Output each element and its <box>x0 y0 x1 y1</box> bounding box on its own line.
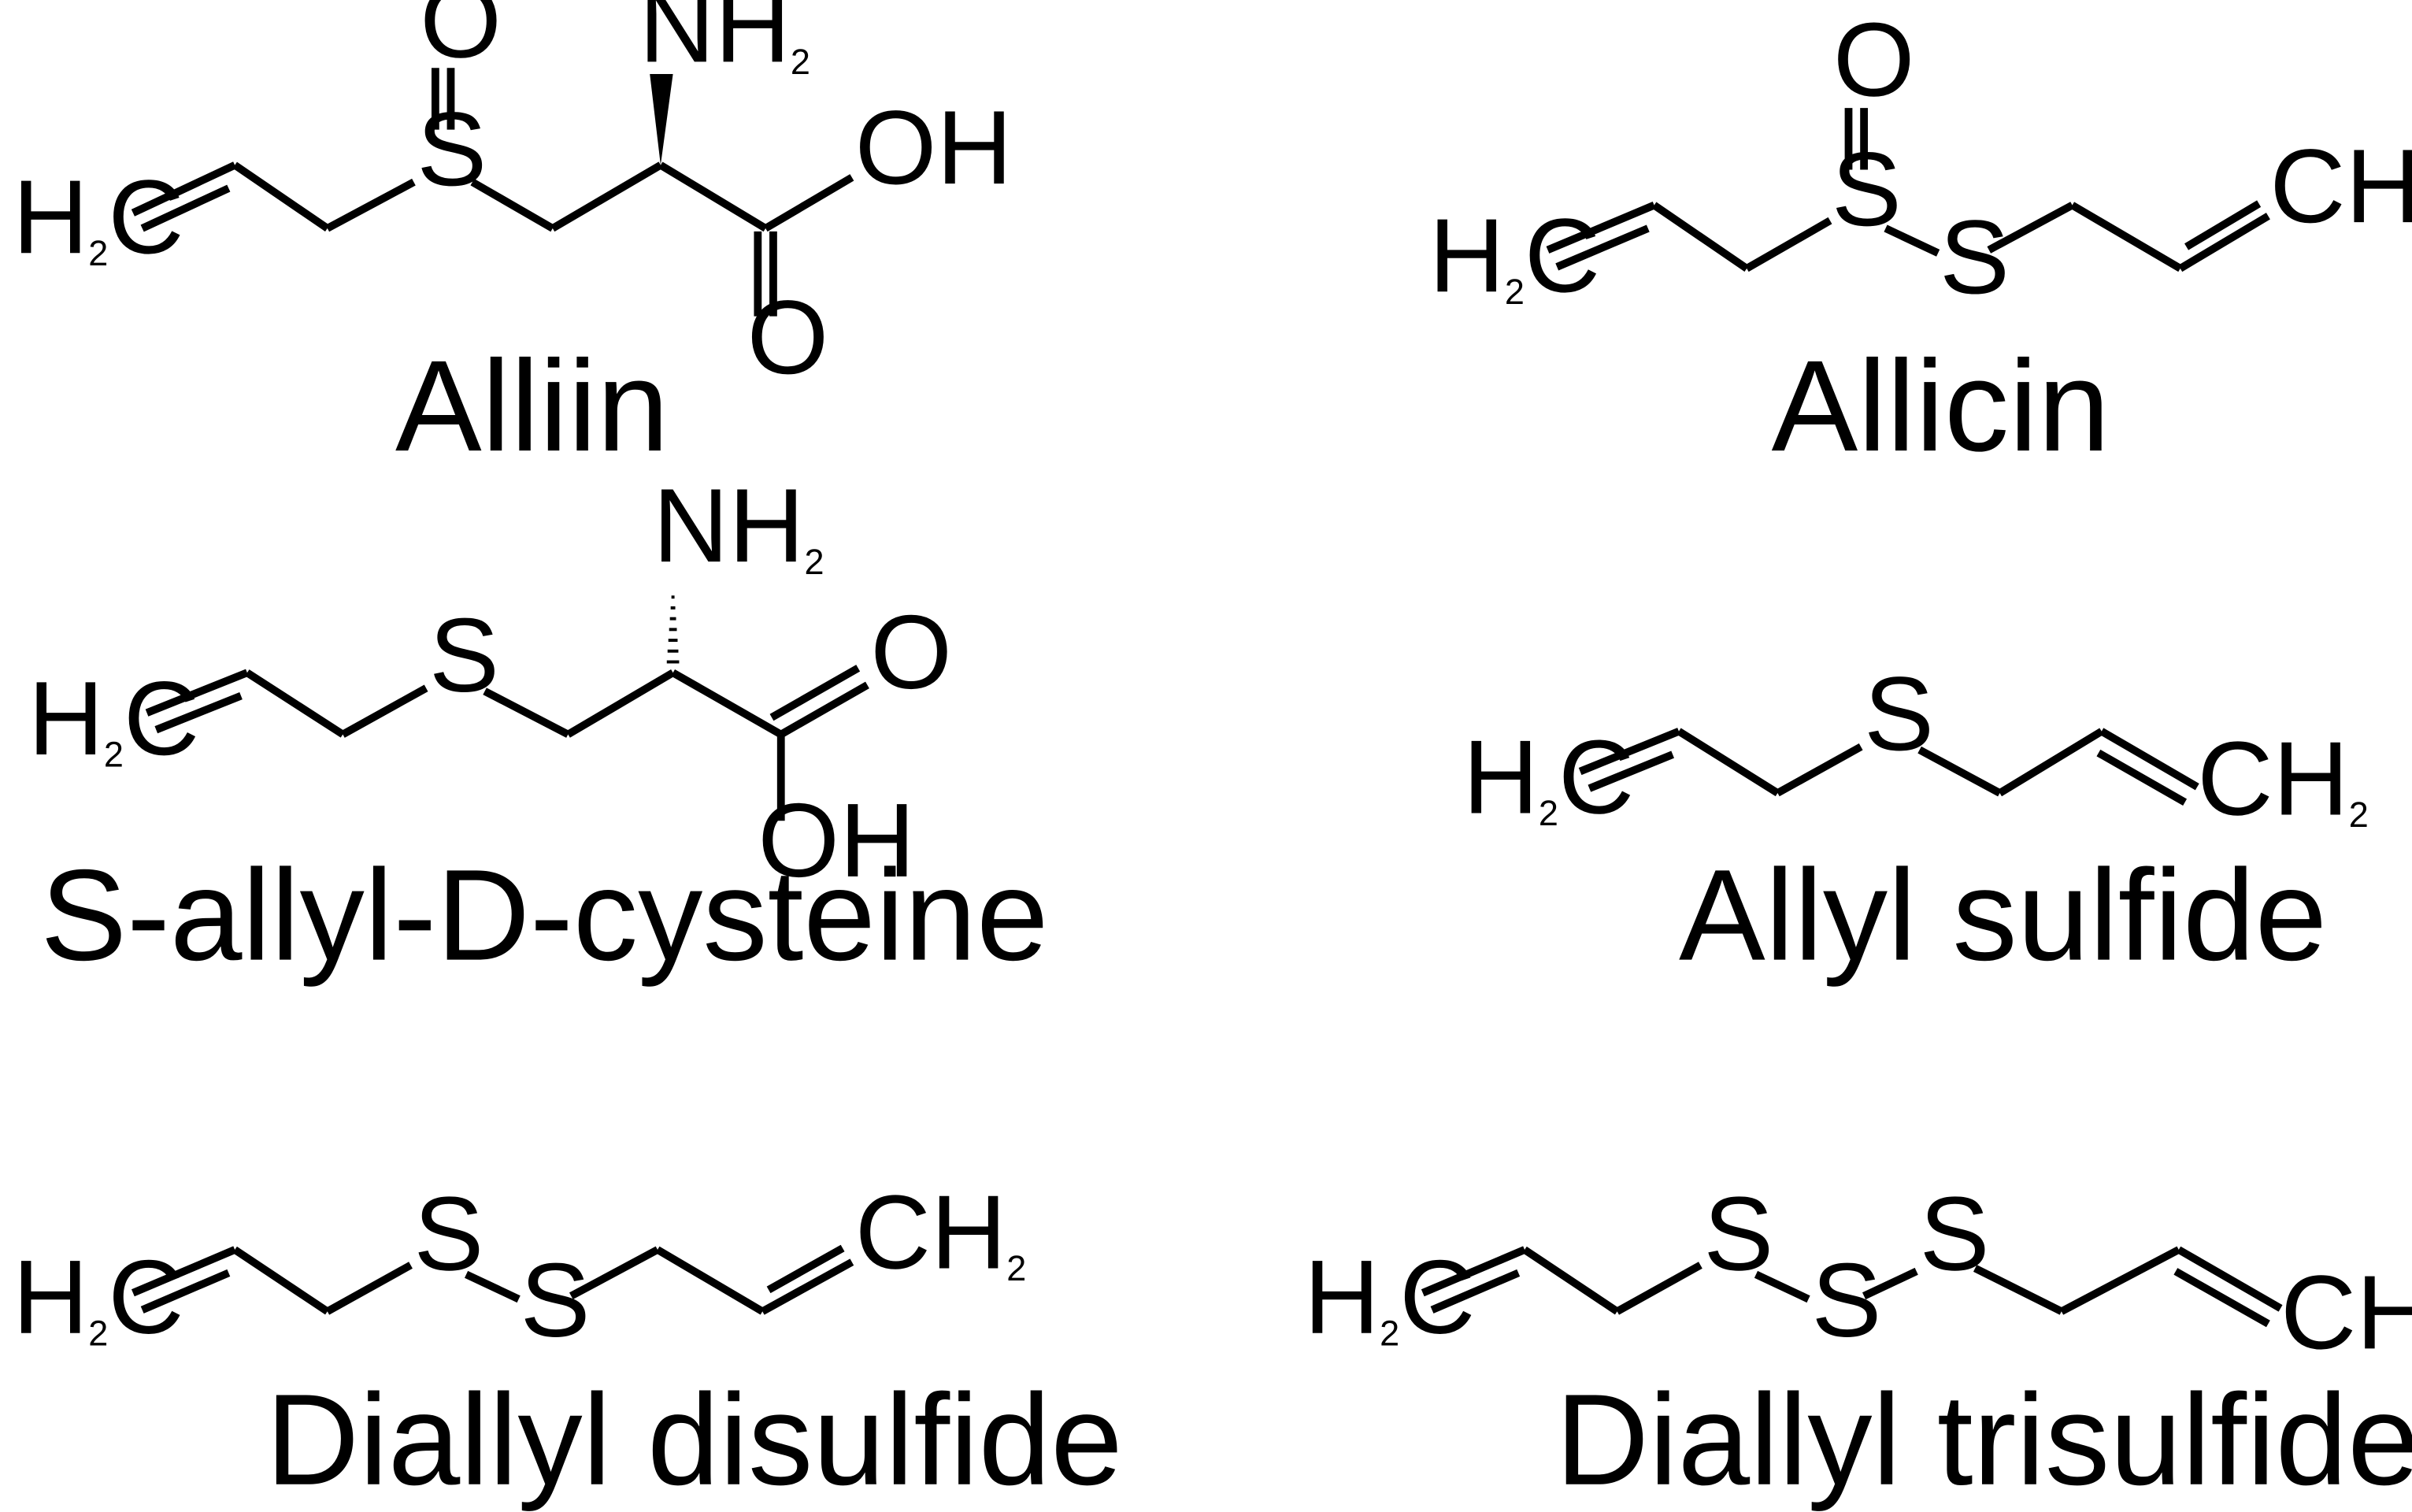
allyl-sulfide-bond-s-c4 <box>1917 746 2002 797</box>
allyl-sulfide-bond-c2-c3 <box>1677 728 1780 797</box>
allyl-sulfide-bond-c5-c6 <box>2099 728 2199 791</box>
dads-s2-label: S <box>521 1242 591 1359</box>
allicin-bond-c1-c2 <box>1546 202 1656 254</box>
sac-nh2-label: NH2 <box>653 467 824 584</box>
alliin-oh-label: OH <box>855 89 1013 206</box>
molecule-diallyl-trisulfide: H2C S S S CH2 Diallyl trisulfide <box>1304 1175 2412 1511</box>
allyl-sulfide-bond-c5-c6-double <box>2096 749 2188 806</box>
alliin-wedge-bond-c5-n <box>650 74 673 165</box>
dats-name: Diallyl trisulfide <box>1555 1367 2412 1512</box>
sac-bond-c5-c6 <box>671 669 784 738</box>
dads-bond-c4-c5 <box>655 1246 765 1315</box>
allicin-bond-c1-c2-double <box>1555 224 1650 271</box>
allicin-h2c-label: H2C <box>1429 197 1600 314</box>
sac-bond-c3-s <box>340 684 428 738</box>
dats-bond-c1-c2-double <box>1430 1269 1521 1314</box>
molecule-diallyl-disulfide: H2C S S CH2 Diallyl disulfide <box>13 1173 1123 1511</box>
allicin-name: Allicin <box>1772 333 2110 478</box>
alliin-bond-s-c4 <box>470 178 555 232</box>
dads-bond-s1-s2 <box>464 1270 521 1303</box>
dads-bond-s2-c4 <box>569 1246 660 1300</box>
dads-bond-c2-c3 <box>232 1246 330 1315</box>
alliin-bond-c6-oh <box>763 174 854 232</box>
dats-s2-label: S <box>1811 1242 1881 1359</box>
allicin-s2-label: S <box>1940 198 2010 316</box>
dats-h2c-label: H2C <box>1304 1239 1476 1356</box>
dads-bond-c5-c6 <box>760 1258 854 1315</box>
alliin-nh2-label: NH2 <box>639 0 810 84</box>
allyl-sulfide-h2c-label: H2C <box>1463 718 1635 836</box>
allyl-sulfide-bond-c1-c2 <box>1578 728 1680 776</box>
dats-bond-c4-c5 <box>2059 1246 2181 1315</box>
sac-hashed-bond-c5-n <box>666 595 680 664</box>
allicin-ch2-label: CH2 <box>2269 128 2412 245</box>
molecule-allyl-sulfide: H2C S CH2 Allyl sulfide <box>1463 655 2369 987</box>
dats-bond-c5-c6 <box>2177 1246 2283 1312</box>
allyl-sulfide-bond-c3-s <box>1775 743 1863 797</box>
sac-bond-c2-c3 <box>245 669 345 738</box>
sac-bond-c6-o-double <box>769 665 861 721</box>
alliin-bond-c3-s <box>325 178 416 232</box>
allicin-o-sulfoxide-label: O <box>1833 1 1915 118</box>
allicin-bond-c5-c6-double <box>2184 200 2262 250</box>
dats-bond-c2-c3 <box>1522 1246 1620 1315</box>
sac-bond-c6-o <box>779 681 869 738</box>
dats-ch2-label: CH2 <box>2280 1254 2412 1371</box>
molecule-s-allyl-d-cysteine: H2C S NH2 O OH S-allyl-D-cysteine <box>28 467 1049 987</box>
molecule-allicin: H2C S O S CH2 Allicin <box>1429 1 2412 478</box>
molecule-alliin: H2C S O NH2 OH O Alliin <box>13 0 1013 478</box>
dads-bond-c1-c2-double <box>140 1269 231 1314</box>
alliin-o-sulfoxide-label: O <box>420 0 502 80</box>
allicin-bond-s2-c4 <box>1987 202 2074 254</box>
dads-bond-c1-c2 <box>131 1246 237 1297</box>
dats-bond-c5-c6-double <box>2173 1268 2270 1328</box>
dads-bond-c5-c6-double <box>766 1244 845 1294</box>
sac-bond-c1-c2 <box>145 669 249 717</box>
alliin-bond-c4-c5 <box>550 161 663 232</box>
sac-oh-label: OH <box>758 782 915 899</box>
dads-name: Diallyl disulfide <box>265 1367 1122 1512</box>
dats-bond-c3-s1 <box>1615 1262 1702 1315</box>
dads-h2c-label: H2C <box>13 1239 184 1356</box>
alliin-o-carbonyl-label: O <box>747 279 829 396</box>
dats-bond-c1-c2 <box>1421 1246 1526 1297</box>
sac-bond-c4-c5 <box>565 669 676 738</box>
sac-o-carbonyl-label: O <box>870 594 952 711</box>
allicin-bond-c5-c6 <box>2178 213 2270 272</box>
allyl-sulfide-bond-c4-c5 <box>1997 728 2104 797</box>
dats-bond-s2-s3 <box>1862 1267 1918 1300</box>
allyl-sulfide-ch2-label: CH2 <box>2197 720 2368 837</box>
alliin-bond-c1-c2-double <box>140 184 231 232</box>
dats-s3-label: S <box>1920 1175 1990 1292</box>
dads-ch2-label: CH2 <box>855 1173 1026 1291</box>
dats-bond-s3-c4 <box>1973 1265 2064 1315</box>
sac-bond-s-c4 <box>483 687 570 738</box>
allyl-sulfide-bond-c1-c2-double <box>1588 750 1675 792</box>
alliin-name: Alliin <box>395 333 669 478</box>
dats-bond-s1-s2 <box>1754 1270 1810 1303</box>
sac-name: S-allyl-D-cysteine <box>40 843 1048 988</box>
alliin-bond-c5-c6 <box>658 161 768 232</box>
alliin-bond-c2-c3 <box>232 161 330 232</box>
dads-bond-c3-s1 <box>325 1262 413 1315</box>
allicin-bond-c4-c5 <box>2070 202 2183 272</box>
alliin-bond-c1-c2 <box>131 161 237 217</box>
allicin-bond-s1-s2 <box>1884 224 1940 257</box>
allyl-sulfide-name: Allyl sulfide <box>1679 843 2327 988</box>
sac-bond-c1-c2-double <box>154 692 243 734</box>
allicin-bond-c2-c3 <box>1651 202 1749 272</box>
allicin-bond-c3-s1 <box>1744 217 1832 272</box>
